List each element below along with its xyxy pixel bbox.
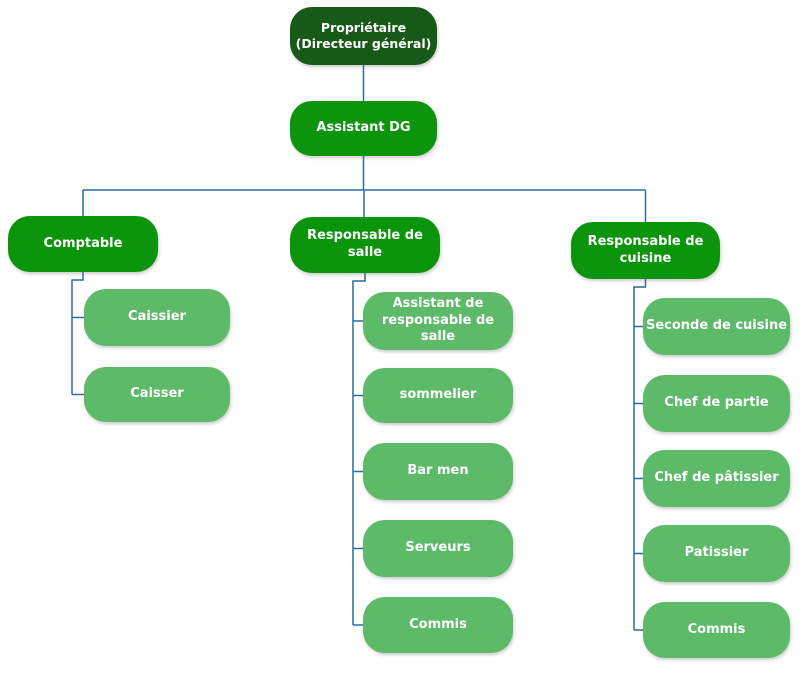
org-node-bar-men[interactable]: Bar men: [363, 443, 513, 500]
connector-assistant-branches: [82, 156, 647, 222]
org-node-assistant-dg[interactable]: Assistant DG: [290, 101, 437, 156]
org-node-comptable[interactable]: Comptable: [8, 216, 158, 272]
org-node-chef-de-partie[interactable]: Chef de partie: [643, 375, 790, 432]
org-node-assistant-salle[interactable]: Assistant de responsable de salle: [363, 292, 513, 350]
org-node-responsable-salle[interactable]: Responsable de salle: [290, 217, 440, 273]
connector-comptable-children: [71, 272, 84, 396]
org-node-proprietaire[interactable]: Propriétaire (Directeur général): [290, 7, 437, 65]
org-node-patissier[interactable]: Patissier: [643, 525, 790, 582]
org-node-seconde-cuisine[interactable]: Seconde de cuisine: [643, 298, 790, 355]
org-node-commis-salle[interactable]: Commis: [363, 597, 513, 653]
org-node-chef-de-patissier[interactable]: Chef de pâtissier: [643, 450, 790, 507]
org-node-sommelier[interactable]: sommelier: [363, 368, 513, 423]
org-node-serveurs[interactable]: Serveurs: [363, 520, 513, 577]
org-node-caissier[interactable]: Caissier: [84, 289, 230, 346]
org-node-commis-cuisine[interactable]: Commis: [643, 602, 790, 658]
org-node-caisser[interactable]: Caisser: [84, 367, 230, 422]
org-node-responsable-cuisine[interactable]: Responsable de cuisine: [571, 222, 720, 279]
